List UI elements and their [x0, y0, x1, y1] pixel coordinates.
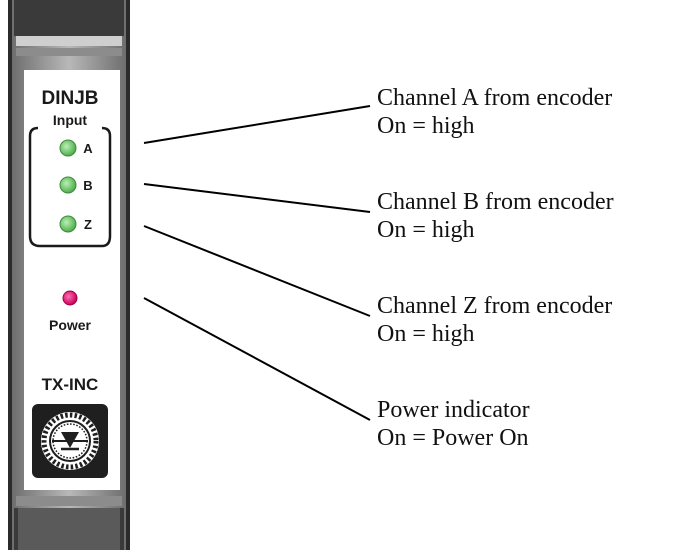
input-group-bracket — [28, 126, 112, 248]
led-label-b: B — [83, 178, 92, 193]
led-z: Z — [59, 215, 92, 233]
callout-channel-z-detail: On = high — [377, 321, 475, 347]
callout-power: Power indicator On = Power On — [377, 396, 530, 452]
leader-line-z — [143, 225, 371, 317]
input-group-label: Input — [53, 112, 88, 128]
leader-line-a — [143, 105, 371, 144]
callout-channel-z-title: Channel Z from encoder — [377, 293, 613, 319]
led-b: B — [59, 176, 93, 194]
power-led — [62, 290, 78, 306]
leader-line-power — [143, 297, 371, 421]
led-label-a: A — [83, 141, 93, 156]
callout-power-detail: On = Power On — [377, 425, 529, 451]
model-label: TX-INC — [42, 375, 99, 394]
callout-channel-b-title: Channel B from encoder — [377, 189, 614, 215]
callout-channel-z: Channel Z from encoder On = high — [377, 292, 612, 348]
led-a: A — [59, 139, 93, 157]
module-title: DINJB — [41, 88, 98, 109]
callout-channel-b: Channel B from encoder On = high — [377, 188, 614, 244]
callout-channel-a-detail: On = high — [377, 113, 475, 139]
callout-channel-a-title: Channel A from encoder — [377, 85, 613, 111]
callout-channel-a: Channel A from encoder On = high — [377, 84, 612, 140]
leader-line-b — [143, 183, 371, 213]
callout-power-title: Power indicator — [377, 397, 530, 423]
power-label: Power — [49, 317, 92, 333]
led-label-z: Z — [84, 217, 92, 232]
encoder-logo-icon — [32, 404, 108, 478]
callout-channel-b-detail: On = high — [377, 217, 475, 243]
